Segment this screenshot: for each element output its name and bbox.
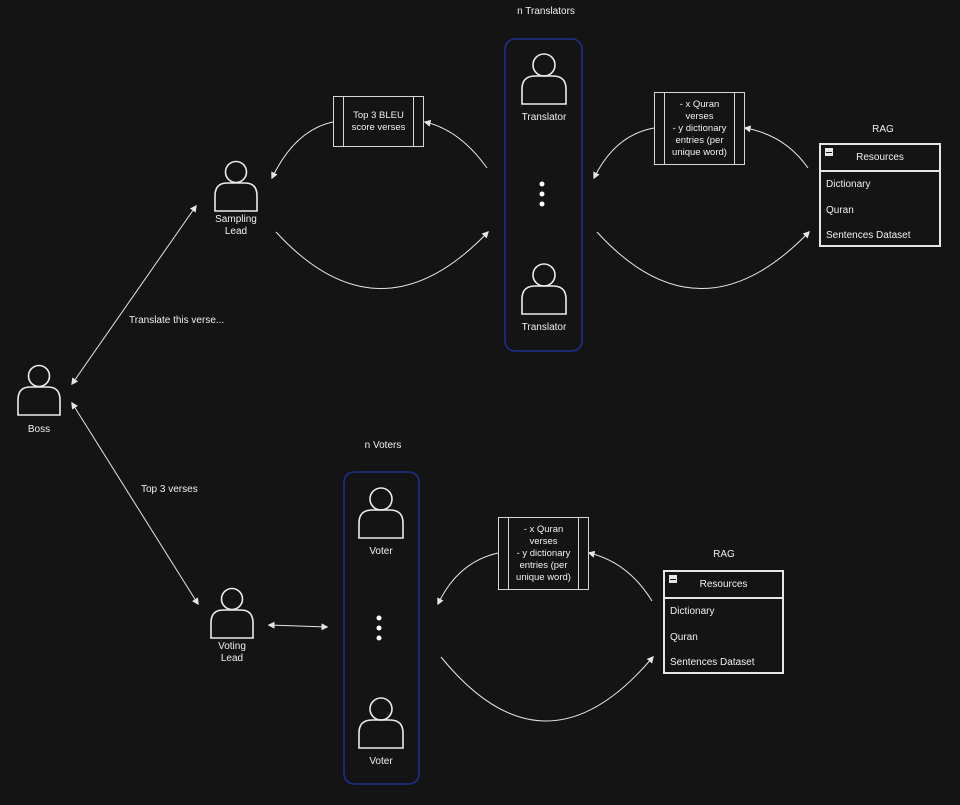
translators-to-rag-edge[interactable] <box>596 230 810 289</box>
context-top-note[interactable]: - x Quran verses - y dictionary entries … <box>654 92 745 165</box>
voting-lead-label-line2: Lead <box>220 653 244 664</box>
context-bottom-note-text: - x Quran verses - y dictionary entries … <box>516 523 571 583</box>
resources-bottom-item-quran[interactable]: Quran <box>670 631 698 643</box>
resources-top-box[interactable]: Resources Dictionary Quran Sentences Dat… <box>819 143 941 247</box>
context-top-to-translators-edge[interactable] <box>593 127 655 180</box>
bleu-verses-note[interactable]: Top 3 BLEU score verses <box>333 96 424 147</box>
sampling-lead-label-line1: Sampling <box>215 214 257 225</box>
collapse-icon[interactable] <box>825 148 833 156</box>
boss-label: Boss <box>27 424 51 435</box>
voters-group[interactable] <box>343 471 420 785</box>
sampling-lead-actor-icon[interactable] <box>214 160 258 212</box>
translator-bottom-label: Translator <box>521 322 567 333</box>
boss-voting-edge[interactable] <box>71 401 199 606</box>
resources-bottom-item-sentences[interactable]: Sentences Dataset <box>670 657 755 668</box>
boss-sampling-edge[interactable] <box>71 204 197 386</box>
translator-bottom-actor-icon[interactable] <box>521 263 567 315</box>
context-bottom-note[interactable]: - x Quran verses - y dictionary entries … <box>498 517 589 590</box>
voters-group-title: n Voters <box>364 440 402 451</box>
voters-to-rag-edge[interactable] <box>440 655 654 722</box>
resources-bottom-title: Resources <box>699 579 748 590</box>
translator-top-actor-icon[interactable] <box>521 53 567 105</box>
resources-bottom-item-dictionary[interactable]: Dictionary <box>670 606 715 617</box>
resources-top-item-quran[interactable]: Quran <box>826 204 854 216</box>
sampling-lead-label-line2: Lead <box>224 226 248 237</box>
boss-actor-icon[interactable] <box>17 364 61 416</box>
bleu-to-sampling-edge[interactable] <box>271 121 334 180</box>
collapse-icon[interactable] <box>669 575 677 583</box>
resources-bottom-header[interactable]: Resources <box>665 572 782 599</box>
voting-lead-actor-icon[interactable] <box>210 587 254 639</box>
translators-ellipsis-icon <box>539 181 545 207</box>
context-bottom-to-voters-edge[interactable] <box>437 552 499 606</box>
translate-verse-edge-label: Translate this verse... <box>129 315 225 326</box>
sampling-to-translators-edge[interactable] <box>275 230 489 289</box>
resources-top-title: Resources <box>856 152 904 163</box>
voting-lead-label-line1: Voting <box>218 641 246 652</box>
resources-top-item-dictionary[interactable]: Dictionary <box>826 179 871 190</box>
translators-to-bleu-edge[interactable] <box>423 119 488 169</box>
resources-top-header[interactable]: Resources <box>821 145 939 172</box>
bleu-verses-note-text: Top 3 BLEU score verses <box>351 109 406 133</box>
resources-top-item-sentences[interactable]: Sentences Dataset <box>826 230 911 241</box>
voter-top-label: Voter <box>369 546 393 557</box>
translator-top-label: Translator <box>521 112 567 123</box>
translators-group[interactable] <box>504 38 583 352</box>
voter-top-actor-icon[interactable] <box>358 487 404 539</box>
context-top-note-text: - x Quran verses - y dictionary entries … <box>672 98 727 158</box>
rag-to-context-top-edge[interactable] <box>743 125 809 169</box>
resources-bottom-box[interactable]: Resources Dictionary Quran Sentences Dat… <box>663 570 784 674</box>
voter-bottom-actor-icon[interactable] <box>358 697 404 749</box>
translators-group-title: n Translators <box>517 6 575 17</box>
voting-voters-edge[interactable] <box>267 621 329 631</box>
rag-bottom-label: RAG <box>713 549 735 560</box>
voters-ellipsis-icon <box>376 615 382 641</box>
rag-top-label: RAG <box>872 124 894 135</box>
rag-to-context-bottom-edge[interactable] <box>587 550 653 602</box>
top3-verses-edge-label: Top 3 verses <box>141 484 198 495</box>
voter-bottom-label: Voter <box>369 756 393 767</box>
